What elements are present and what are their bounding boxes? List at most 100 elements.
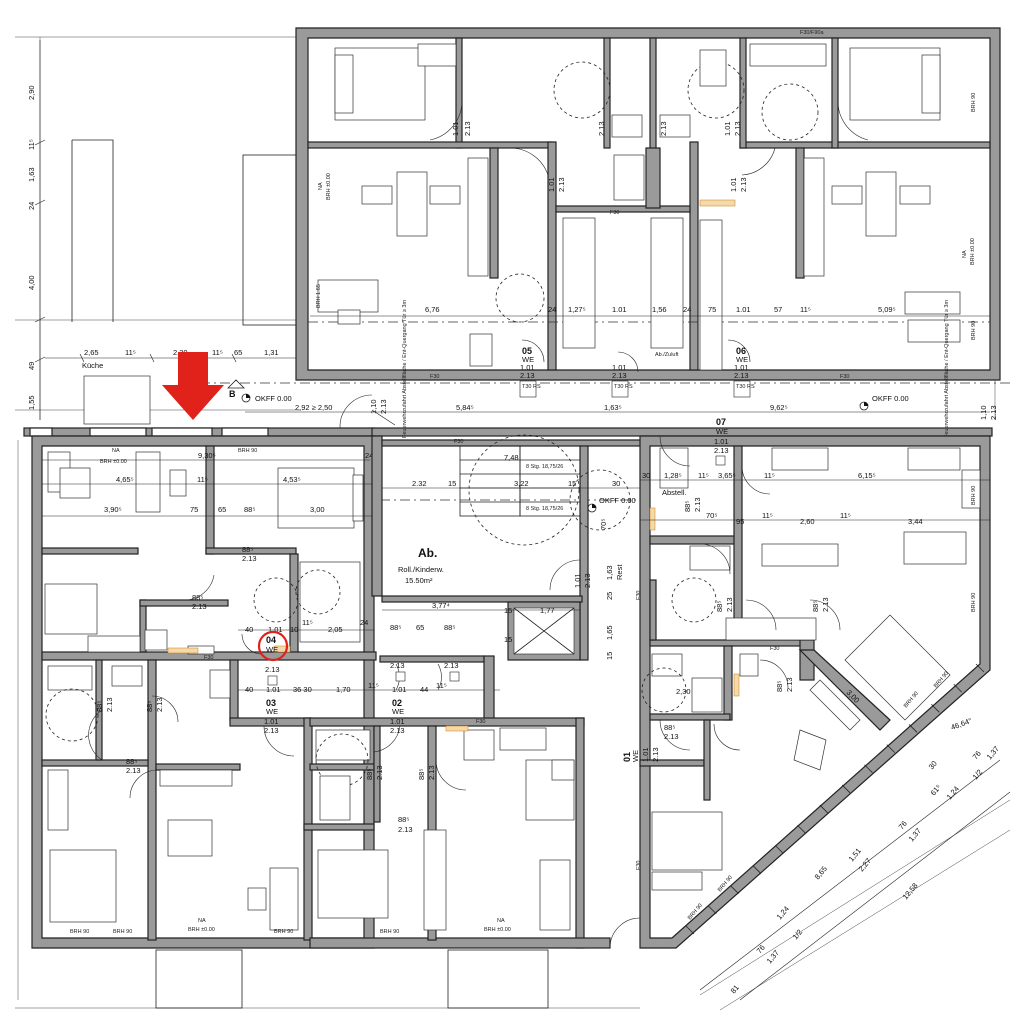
dim-962: 9,62⁵ xyxy=(770,403,788,412)
brh-90-upper-right-b: BRH 90 xyxy=(971,321,977,340)
f30-lower-left: F30 xyxy=(204,655,213,661)
door-width-upper-a: 1.01 xyxy=(451,121,460,136)
stair-room-name: Ab. xyxy=(418,546,437,560)
door-width-upper-f: 1.01 xyxy=(729,177,738,192)
dim-30-a: 30 xyxy=(612,479,620,488)
dim-676: 6,76 xyxy=(425,305,440,314)
unit-we-06: WE xyxy=(736,355,748,364)
stair-room-area: 15.50m² xyxy=(405,576,433,585)
na-lower-left: NA xyxy=(112,448,120,454)
dim-65-mid: 65 xyxy=(416,623,424,632)
storeroom-label: Abstell. xyxy=(662,488,687,497)
door-width-ll-g: 1.01 xyxy=(266,685,281,694)
door-width-ll-e: 88⁵ xyxy=(126,757,137,766)
bottom-balconies xyxy=(155,917,641,1009)
dim-95: 95 xyxy=(736,517,744,526)
lower-left-labels: NA BRH ±0.00 BRH 90 9,30⁵ 24 4,65⁵ 11⁵ 4… xyxy=(42,448,500,935)
unit-tag-05[interactable]: 05 WE 1.01 2.13 T30 RS xyxy=(519,346,541,398)
stair-door-tag-upper[interactable]: 1.01 2.13 T30 RS xyxy=(611,363,633,398)
dim-24-up-b: 24 xyxy=(683,305,691,314)
upper-furniture xyxy=(317,43,961,371)
dim-30-r: 30 xyxy=(642,471,650,480)
dim-1258: 12,58 xyxy=(901,881,920,901)
dim-115-ll: 11⁵ xyxy=(197,475,208,484)
dim-155: 1,55 xyxy=(27,395,36,410)
fire-rating-top: F30/F90a xyxy=(800,30,824,36)
rest-label: Rest xyxy=(615,564,624,580)
door-width-ll-b: 88⁵ xyxy=(192,593,203,602)
dim-165: 1,65 xyxy=(605,625,614,640)
dim-3630: 36 30 xyxy=(293,685,312,694)
dim-170: 1,70 xyxy=(336,685,351,694)
f30-label-a: F30 xyxy=(430,374,439,380)
section-mark-label: B xyxy=(229,389,236,399)
dim-115-r-d: 11⁵ xyxy=(840,511,851,520)
stair-room-use: Roll./Kinderw. xyxy=(398,565,444,574)
dim-230-r: 2,30 xyxy=(676,687,691,696)
dim-1-2-b: 1/2 xyxy=(791,928,805,942)
unit-tag-07[interactable]: 07 WE 1.01 2.13 xyxy=(714,417,729,466)
lower-left-building xyxy=(31,435,377,949)
f30-label-c: F30 xyxy=(840,374,849,380)
shaft-label: Ab./Zuluft xyxy=(655,352,679,358)
dim-128: 1,28⁵ xyxy=(664,471,682,480)
unit-we-03: WE xyxy=(266,707,278,716)
dim-584: 5,84⁵ xyxy=(456,403,474,412)
unit-tag-01[interactable]: 01 WE 1.01 2.13 xyxy=(622,747,660,762)
dim-115-up: 11⁵ xyxy=(800,305,811,314)
brh-165-upper: BRH 1.65 xyxy=(316,284,322,308)
brh-90-right-b: BRH 90 xyxy=(971,593,977,612)
upper-labels: F30/F90a BRH 1.65 NA BRH ±0.00 NA BRH ±0… xyxy=(310,30,990,380)
door-height-ll-d: 2.13 xyxy=(105,697,114,712)
dim-292: 2,92 ≥ 2,50 xyxy=(295,403,332,412)
dim-227: 2,27 xyxy=(857,856,873,873)
exit-note-left: Feuerwehrzufahrt Abstellfläche / Ent-Que… xyxy=(402,300,408,438)
dim-76-c: 76 xyxy=(755,943,767,955)
door-width-upper-d: 1.01 xyxy=(723,121,732,136)
unit-tag-06[interactable]: 06 WE 1.01 2.13 T30 RS xyxy=(733,346,755,398)
unit-tag-02[interactable]: 02 WE 1.01 2.13 xyxy=(390,698,405,735)
okff-left-label: OKFF 0.00 xyxy=(255,394,292,403)
lower-right-building xyxy=(639,435,991,949)
facade-window-tick xyxy=(953,683,962,693)
left-dimension-chain: 2,90 11⁵ 1,63 24 4,00 49 1,55 xyxy=(27,40,46,420)
unit-05-door-height: 2.13 xyxy=(520,371,535,380)
door-height-mid-d: 2.13 xyxy=(427,765,436,780)
dim-344: 3,44 xyxy=(908,517,923,526)
door-width-mid-d: 88⁵ xyxy=(417,769,426,780)
stair-up-label: 8 Stg. 18,75/26 xyxy=(526,464,563,470)
dim-115-top: 11⁵ xyxy=(125,348,136,357)
dim-49: 49 xyxy=(27,362,36,370)
unit-06-door-height: 2.13 xyxy=(734,371,749,380)
unit-04-highlight-circle xyxy=(257,630,289,662)
lower-right-furniture xyxy=(569,447,981,891)
dim-509: 5,09⁵ xyxy=(878,305,896,314)
dim-76-a: 76 xyxy=(897,819,909,831)
dim-465: 4,65⁵ xyxy=(116,475,134,484)
door-height-upper-d: 2.13 xyxy=(733,121,742,136)
stair-down-label: 8 Stg. 18,75/26 xyxy=(526,506,563,512)
facade-window-tick xyxy=(886,744,896,753)
dim-115-r-c: 11⁵ xyxy=(762,511,773,520)
dim-88-ll: 88⁵ xyxy=(244,505,255,514)
unit-02-door-width: 1.01 xyxy=(390,717,405,726)
door-width-ll-h: 1.01 xyxy=(392,685,407,694)
brh-90-b3: BRH 90 xyxy=(274,929,293,935)
terrace-outline xyxy=(71,139,301,425)
f30-right-c: F30 xyxy=(770,646,779,652)
unit-tag-03[interactable]: 03 WE 1.01 2.13 xyxy=(264,698,279,735)
dim-124-a: 1,24 xyxy=(945,784,961,801)
f30-right-a: F30 xyxy=(636,591,642,600)
unit-we-01: WE xyxy=(631,750,640,762)
facade-window-tick xyxy=(797,824,806,834)
door-width-ll-f: 1.01 xyxy=(268,625,283,634)
unit-04-door-height: 2.13 xyxy=(265,665,280,674)
brh-00-lower-right: BRH ±0.00 xyxy=(484,927,511,933)
dim-127: 1,27⁵ xyxy=(568,305,586,314)
dim-40-a: 40 xyxy=(245,625,253,634)
unit-05-door-rating: T30 RS xyxy=(522,384,541,390)
dim-65-ll: 65 xyxy=(218,505,226,514)
unit-tag-04[interactable]: 04 WE 2.13 xyxy=(257,630,289,686)
unit-03-door-width: 1.01 xyxy=(264,717,279,726)
door-height-mid-c: 2.13 xyxy=(444,661,459,670)
